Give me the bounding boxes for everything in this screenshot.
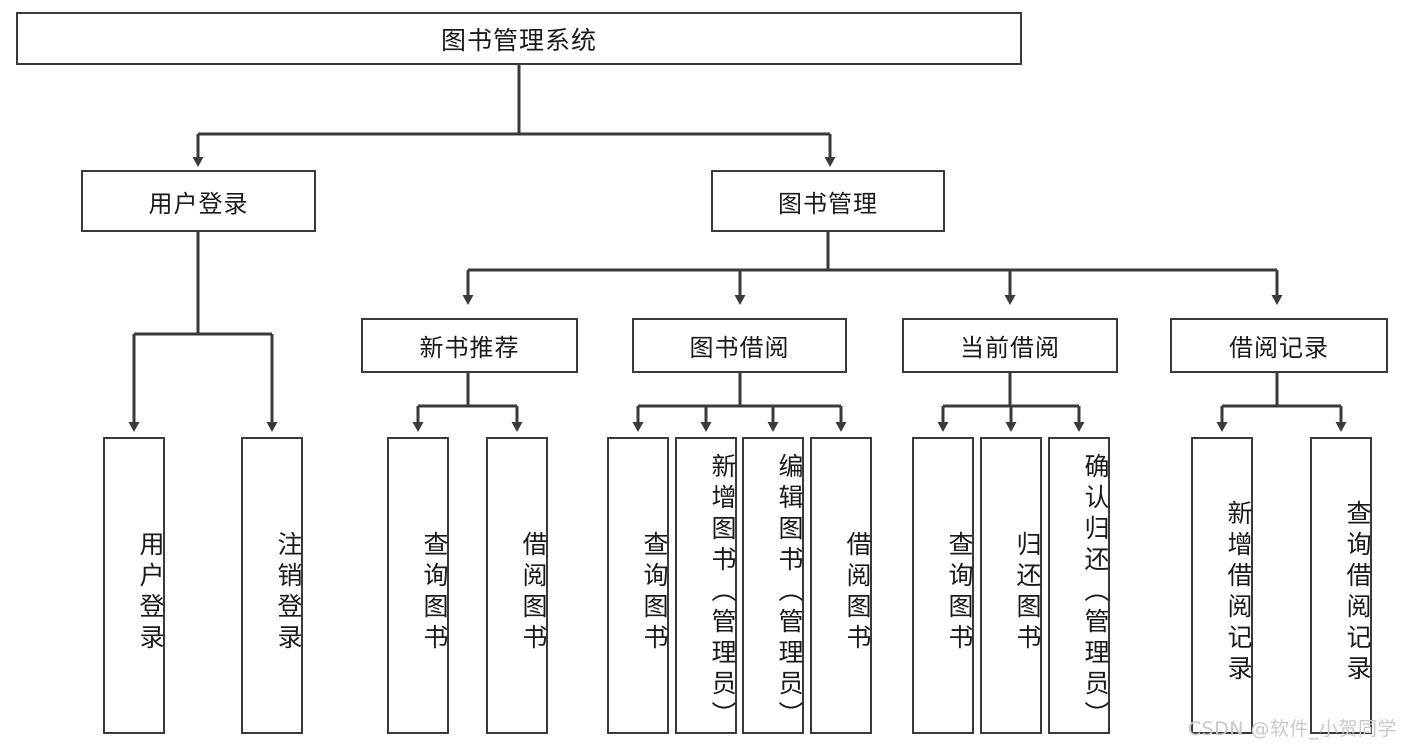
leaf-borrow-book-2[interactable]: 借阅图书 (810, 437, 872, 734)
leaf-edit-book-admin[interactable]: 编辑图书（管理员） (742, 437, 804, 734)
node-borrow-record[interactable]: 借阅记录 (1170, 318, 1388, 373)
leaf-return-book[interactable]: 归还图书 (980, 437, 1042, 734)
leaf-user-login[interactable]: 用户登录 (103, 437, 165, 734)
leaf-query-book-3[interactable]: 查询图书 (912, 437, 974, 734)
leaf-borrow-book-1[interactable]: 借阅图书 (486, 437, 548, 734)
node-new-book-recommend[interactable]: 新书推荐 (361, 318, 578, 373)
leaf-query-borrow-record[interactable]: 查询借阅记录 (1310, 437, 1372, 734)
leaf-add-book-admin[interactable]: 新增图书（管理员） (675, 437, 737, 734)
leaf-query-book-1[interactable]: 查询图书 (387, 437, 449, 734)
leaf-query-book-2[interactable]: 查询图书 (607, 437, 669, 734)
node-book-manage[interactable]: 图书管理 (711, 170, 945, 232)
leaf-add-borrow-record[interactable]: 新增借阅记录 (1191, 437, 1253, 734)
node-user-login[interactable]: 用户登录 (81, 170, 316, 232)
node-root[interactable]: 图书管理系统 (16, 12, 1022, 65)
node-current-borrow[interactable]: 当前借阅 (902, 318, 1118, 373)
leaf-confirm-return-admin[interactable]: 确认归还（管理员） (1048, 437, 1110, 734)
csdn-watermark: CSDN @软件_小贺同学 (1187, 718, 1397, 740)
node-book-borrow[interactable]: 图书借阅 (632, 318, 847, 373)
leaf-logout[interactable]: 注销登录 (241, 437, 303, 734)
